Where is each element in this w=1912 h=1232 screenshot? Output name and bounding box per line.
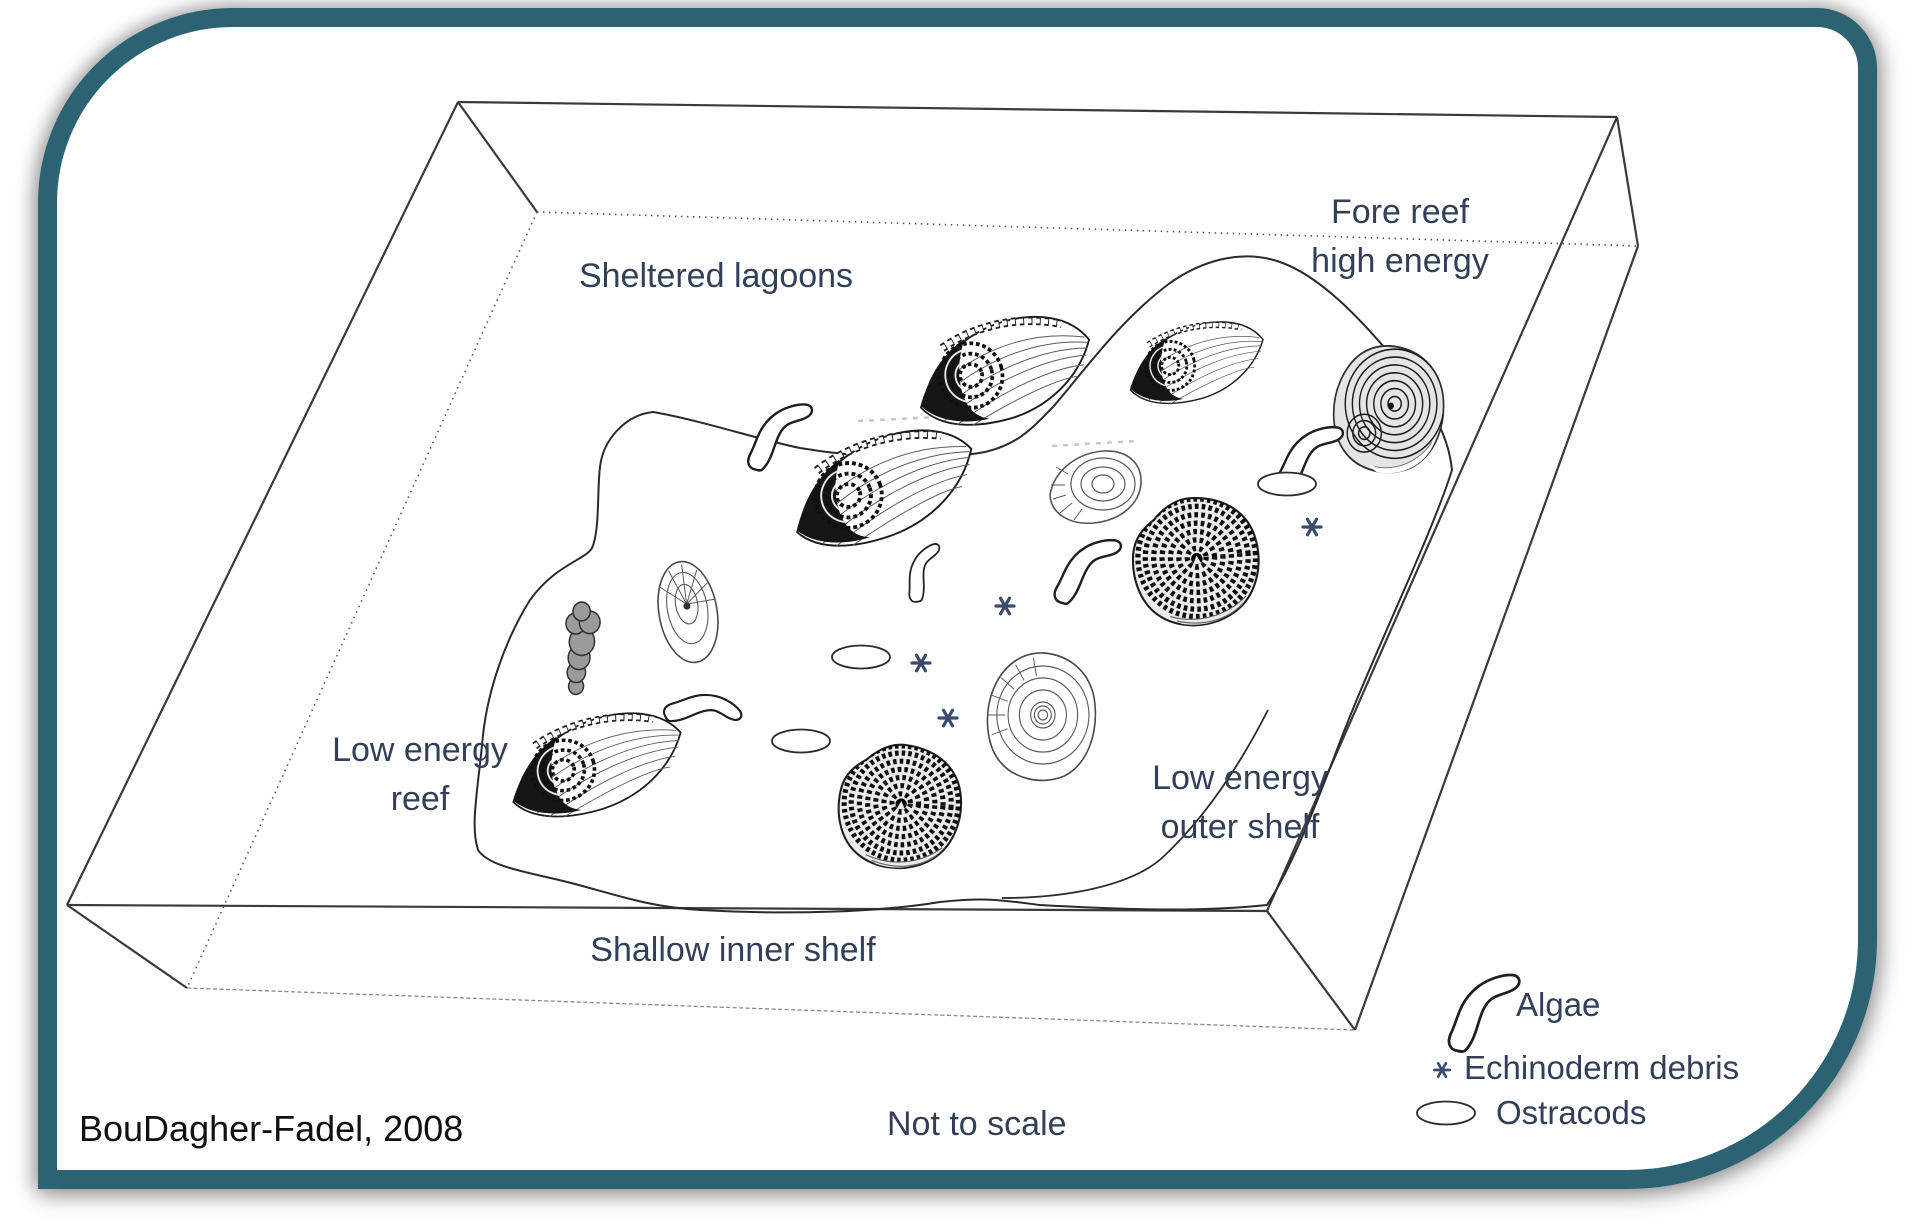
algae-icon-mid (891, 540, 959, 606)
lenticulinid-foram (649, 555, 727, 669)
speckle-row-2 (1051, 439, 1137, 448)
block-box-hidden-edges (186, 211, 1639, 989)
label-low-energy-outer-shelf: Low energy outer shelf (1152, 754, 1328, 853)
lepidocyclinid-foram-right (1127, 492, 1265, 632)
scale-note: Not to scale (887, 1105, 1067, 1143)
box-back-left-vertical-edge (457, 101, 538, 213)
echinoderm-asterisk-icon-1 (994, 596, 1016, 616)
trochospiral-foram (1049, 450, 1142, 525)
box-top-front-edge (66, 903, 1268, 913)
label-shallow-inner-shelf: Shallow inner shelf (590, 931, 876, 969)
legend-label-ostracods: Ostracods (1496, 1094, 1647, 1131)
label-low-energy-outer-shelf-line2: outer shelf (1160, 808, 1320, 847)
speckle-row-1 (857, 415, 939, 423)
citation-text: BouDagher-Fadel, 2008 (79, 1108, 464, 1149)
turret-foram (557, 599, 603, 697)
facies-boundary-outline (473, 255, 1454, 914)
echinoderm-asterisk-icon-4 (1301, 517, 1323, 537)
ostracod-icon-1 (831, 644, 891, 670)
echinoderm-asterisk-icon-3 (937, 708, 959, 728)
ostracod-icon-3 (1257, 471, 1317, 497)
label-low-energy-reef-line2: reef (390, 780, 450, 819)
algae-icon-center (1049, 537, 1127, 606)
label-fore-reef-line1: Fore reef (1331, 193, 1469, 231)
alveolinid-foram-lagoon (904, 300, 1104, 441)
legend-label-algae: Algae (1516, 986, 1601, 1023)
echinoderm-asterisk-icon (1432, 1062, 1452, 1078)
box-front-right-vertical-edge (1266, 910, 1356, 1031)
box-bottom-front-edge (186, 987, 1356, 1031)
box-front-left-vertical-edge (66, 904, 188, 989)
rotaliid-foram (987, 653, 1095, 780)
box-top-back-edge (457, 100, 1618, 119)
label-fore-reef: Fore reef high energy (1311, 188, 1489, 287)
alveolinid-foram-fore-reef (1119, 310, 1274, 416)
ringed-disc-foram-fore-reef (1334, 346, 1444, 473)
lepidocyclinid-foram-center (835, 741, 965, 873)
ostracod-ellipse-icon (1416, 1100, 1476, 1126)
box-top-left-edge (66, 101, 459, 906)
label-fore-reef-line2: high energy (1311, 242, 1489, 281)
box-bottom-right-edge (1353, 245, 1640, 1031)
label-low-energy-reef-line1: Low energy (332, 731, 508, 769)
box-back-right-vertical-edge (1615, 116, 1640, 247)
facies-boundary-inner-strand (1001, 709, 1269, 899)
label-low-energy-reef: Low energy reef (332, 726, 508, 825)
legend-label-echinoderm-debris: Echinoderm debris (1464, 1049, 1740, 1086)
label-sheltered-lagoons: Sheltered lagoons (578, 257, 854, 295)
box-hidden-left-edge (186, 211, 538, 989)
alveolinid-foram-center (777, 410, 990, 565)
echinoderm-asterisk-icon-2 (910, 653, 932, 673)
figure-frame (38, 8, 1877, 1189)
label-low-energy-outer-shelf-line1: Low energy (1152, 759, 1328, 797)
block-box-edges (66, 100, 1640, 1031)
ostracod-icon-2 (771, 728, 831, 754)
